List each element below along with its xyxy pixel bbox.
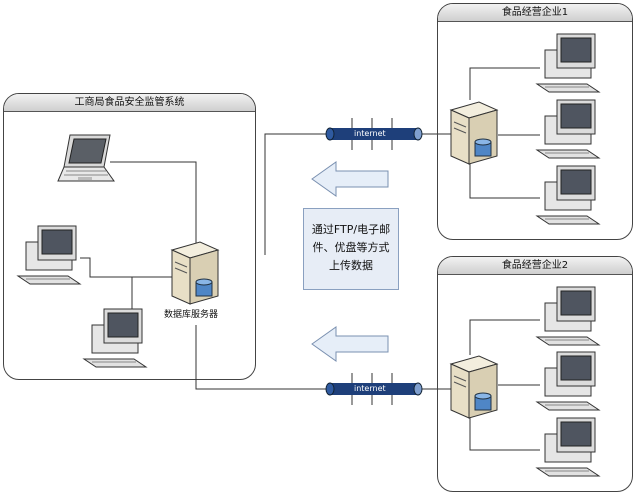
note-line: 上传数据: [329, 259, 373, 272]
agency-panel-title: 工商局食品安全监管系统: [4, 94, 255, 112]
database-server-icon: [449, 355, 499, 419]
upload-method-note: 通过FTP/电子邮 件、优盘等方式 上传数据: [303, 208, 399, 290]
internet-pipe-top: [325, 118, 423, 150]
enterprise-1-title: 食品经营企业1: [438, 4, 632, 22]
desktop-computer-icon: [535, 417, 601, 477]
laptop-icon: [57, 134, 115, 182]
internet-label: internet: [354, 384, 386, 393]
desktop-computer-icon: [535, 286, 601, 346]
left-arrow-icon: [311, 161, 389, 197]
desktop-computer-icon: [535, 351, 601, 411]
desktop-computer-icon: [535, 165, 601, 225]
note-line: 通过FTP/电子邮: [311, 223, 391, 236]
desktop-computer-icon: [535, 33, 601, 93]
desktop-computer-icon: [535, 99, 601, 159]
desktop-computer-icon: [16, 225, 82, 285]
desktop-computer-icon: [82, 308, 148, 368]
internet-label: internet: [354, 129, 386, 138]
database-server-icon: [449, 101, 499, 165]
database-server-icon: [170, 241, 220, 305]
internet-pipe-bottom: [325, 373, 423, 405]
server-label: 数据库服务器: [164, 310, 219, 320]
note-line: 件、优盘等方式: [312, 241, 390, 254]
enterprise-2-title: 食品经营企业2: [438, 257, 632, 275]
left-arrow-icon: [311, 326, 389, 362]
